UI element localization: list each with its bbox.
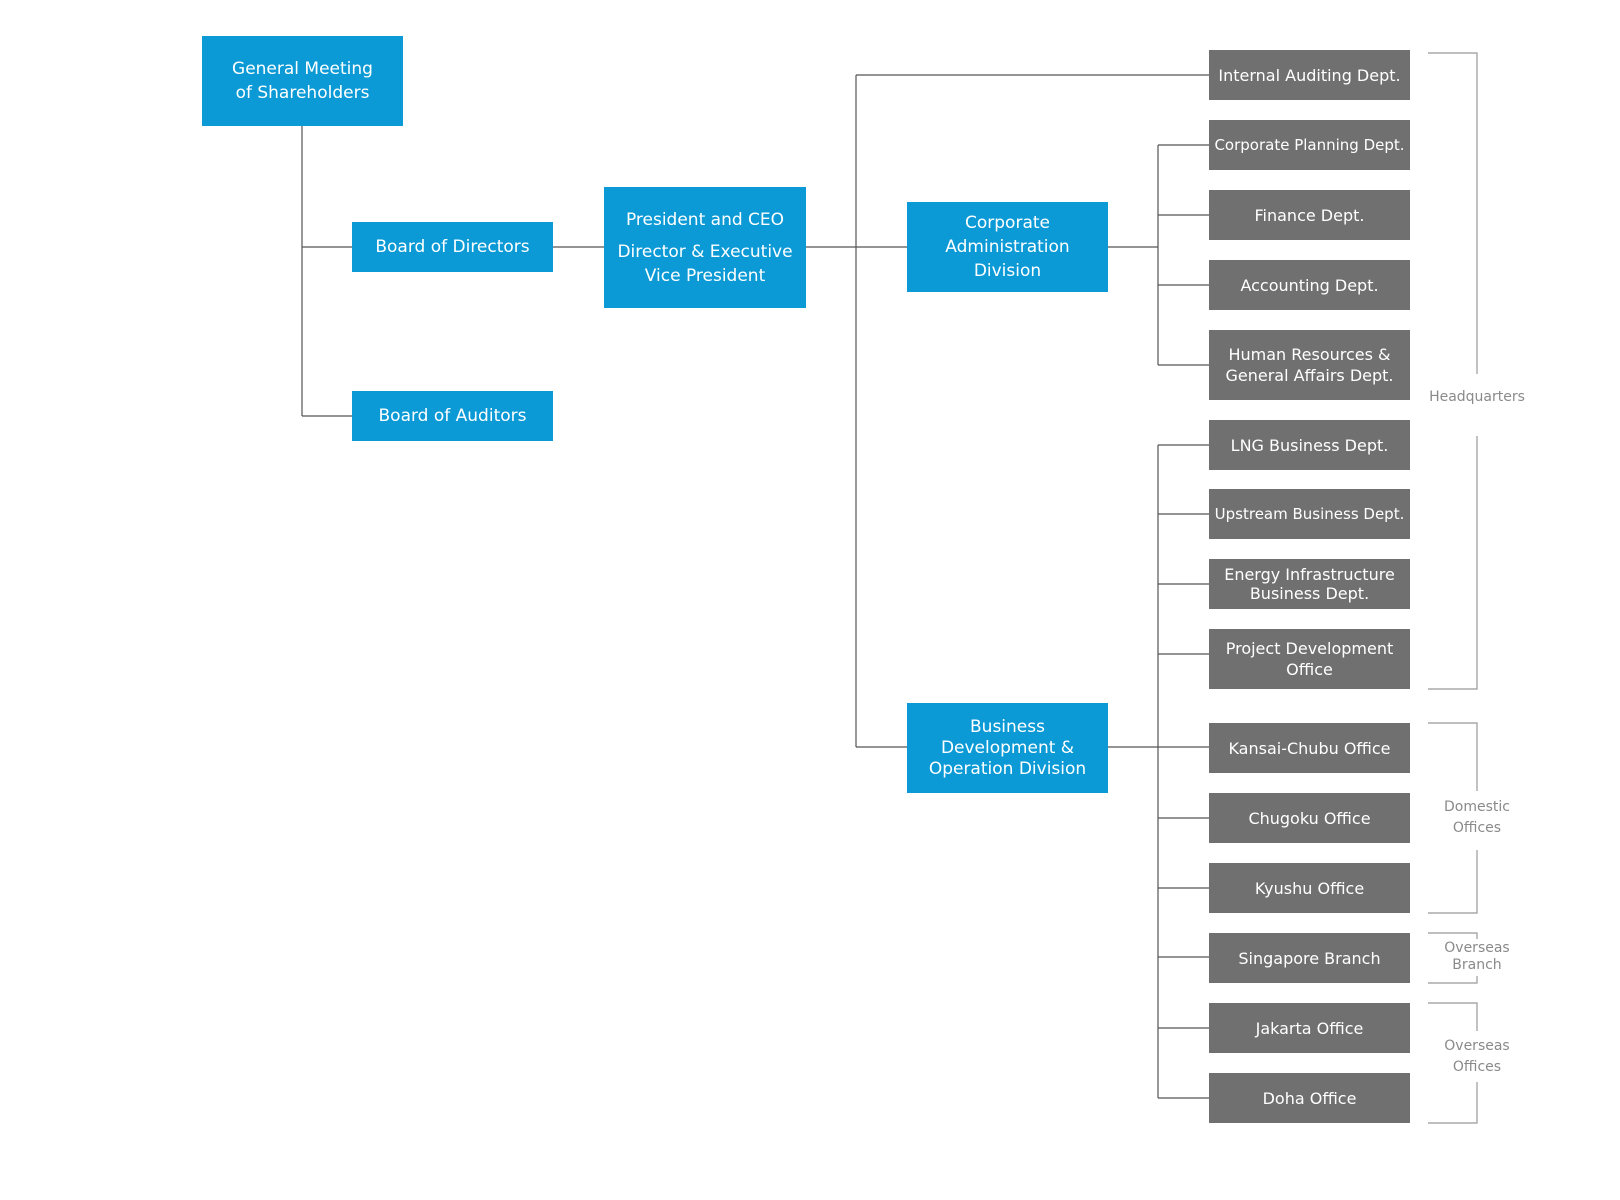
business-dev-line-3: Operation Division <box>928 758 1087 779</box>
lng-business-label: LNG Business Dept. <box>1230 435 1389 455</box>
project-development-office: Project Development Office <box>1209 629 1410 689</box>
upstream-business-label: Upstream Business Dept. <box>1214 504 1405 523</box>
finance-label: Finance Dept. <box>1254 205 1365 225</box>
kansai-chubu-office: Kansai-Chubu Office <box>1209 723 1410 773</box>
doha-office: Doha Office <box>1209 1073 1410 1123</box>
president-title-3: Vice President <box>644 265 766 286</box>
project-development-line-2: Office <box>1286 660 1333 679</box>
chugoku-label: Chugoku Office <box>1248 808 1371 828</box>
board-of-auditors-label: Board of Auditors <box>378 406 527 426</box>
internal-auditing-dept: Internal Auditing Dept. <box>1209 50 1410 100</box>
org-connectors <box>301 74 1209 1099</box>
corporate-admin-line-3: Division <box>973 261 1042 281</box>
energy-infrastructure-business-dept: Energy Infrastructure Business Dept. <box>1209 559 1410 609</box>
accounting-dept: Accounting Dept. <box>1209 260 1410 310</box>
president-and-ceo: President and CEO Director & Executive V… <box>604 187 806 308</box>
headquarters-group-label: Headquarters <box>1417 387 1537 408</box>
corporate-admin-line-2: Administration <box>945 237 1070 257</box>
energy-infrastructure-line-1: Energy Infrastructure <box>1224 565 1395 584</box>
corporate-planning-dept: Corporate Planning Dept. <box>1209 120 1410 170</box>
general-meeting-line-2: of Shareholders <box>235 83 370 103</box>
lng-business-dept: LNG Business Dept. <box>1209 420 1410 470</box>
singapore-branch: Singapore Branch <box>1209 933 1410 983</box>
business-dev-line-2: Development & <box>940 737 1075 758</box>
human-resources-line-2: General Affairs Dept. <box>1225 366 1394 385</box>
kyushu-office: Kyushu Office <box>1209 863 1410 913</box>
domestic-offices-line-2: Offices <box>1452 820 1502 836</box>
domestic-offices-line-1: Domestic <box>1444 799 1510 815</box>
kyushu-label: Kyushu Office <box>1254 878 1365 898</box>
energy-infrastructure-line-2: Business Dept. <box>1249 584 1370 603</box>
upstream-business-dept: Upstream Business Dept. <box>1209 489 1410 539</box>
president-title-1: President and CEO <box>625 209 785 230</box>
overseas-branch-line-1: Overseas <box>1444 940 1510 956</box>
human-resources-line-1: Human Resources & <box>1228 345 1391 364</box>
business-dev-line-1: Business <box>970 716 1045 737</box>
singapore-label: Singapore Branch <box>1238 948 1381 968</box>
doha-label: Doha Office <box>1262 1088 1357 1108</box>
chugoku-office: Chugoku Office <box>1209 793 1410 843</box>
corporate-administration-division: Corporate Administration Division <box>907 202 1108 292</box>
finance-dept: Finance Dept. <box>1209 190 1410 240</box>
overseas-branch-line-2: Branch <box>1452 957 1502 973</box>
internal-auditing-label: Internal Auditing Dept. <box>1218 65 1401 85</box>
business-development-operation-division: Business Development & Operation Divisio… <box>907 703 1108 793</box>
corporate-admin-line-1: Corporate <box>965 213 1050 233</box>
human-resources-general-affairs-dept: Human Resources & General Affairs Dept. <box>1209 330 1410 400</box>
general-meeting-of-shareholders: General Meeting of Shareholders <box>202 36 403 126</box>
group-brackets <box>1428 52 1478 1124</box>
overseas-offices-group-label: Overseas Offices <box>1417 1036 1537 1078</box>
board-of-auditors: Board of Auditors <box>352 391 553 441</box>
jakarta-office: Jakarta Office <box>1209 1003 1410 1053</box>
corporate-planning-label: Corporate Planning Dept. <box>1214 135 1405 154</box>
president-title-2: Director & Executive <box>617 241 793 262</box>
overseas-offices-line-2: Offices <box>1452 1059 1502 1075</box>
board-of-directors: Board of Directors <box>352 222 553 272</box>
project-development-line-1: Project Development <box>1225 639 1394 658</box>
accounting-label: Accounting Dept. <box>1240 275 1379 295</box>
jakarta-label: Jakarta Office <box>1255 1018 1364 1038</box>
overseas-offices-line-1: Overseas <box>1444 1038 1510 1054</box>
overseas-branch-group-label: Overseas Branch <box>1417 940 1537 974</box>
general-meeting-line-1: General Meeting <box>232 59 373 79</box>
board-of-directors-label: Board of Directors <box>375 237 530 257</box>
kansai-chubu-label: Kansai-Chubu Office <box>1228 738 1391 758</box>
headquarters-text: Headquarters <box>1429 389 1525 405</box>
domestic-offices-group-label: Domestic Offices <box>1417 797 1537 839</box>
